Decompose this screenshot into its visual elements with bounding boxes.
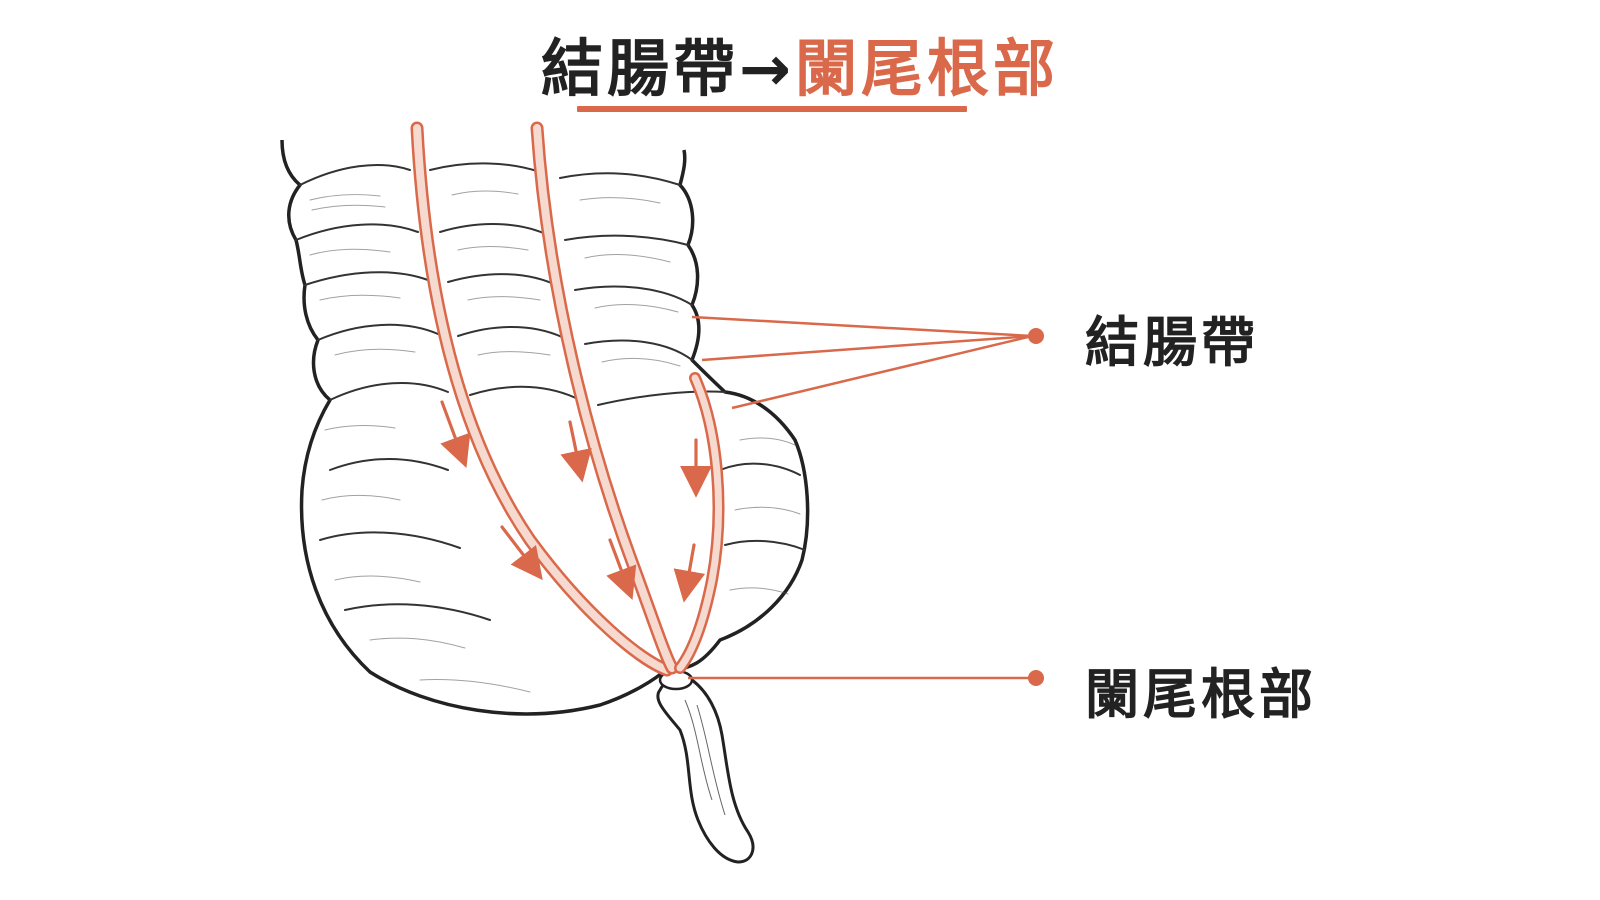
surface-hatching [309,190,801,693]
flow-arrows [440,400,712,603]
title-arrow: → [739,32,795,105]
title-taenia-text: 結腸帶 [541,32,740,105]
appendix-callout [688,670,1044,686]
appendix [656,669,755,864]
appendix-callout-dot [1028,670,1044,686]
title-appendix-text: 闌尾根部 [794,32,1059,105]
taenia-bands [410,121,725,677]
diagram-title: 結腸帶→闌尾根部 [0,18,1600,108]
title-underline [577,106,967,112]
taenia-callout-dot [1028,328,1044,344]
label-appendix-base: 闌尾根部 [1085,663,1317,726]
taenia-callout [691,315,1044,410]
haustra-folds [295,162,806,621]
label-taenia-coli: 結腸帶 [1085,311,1259,374]
